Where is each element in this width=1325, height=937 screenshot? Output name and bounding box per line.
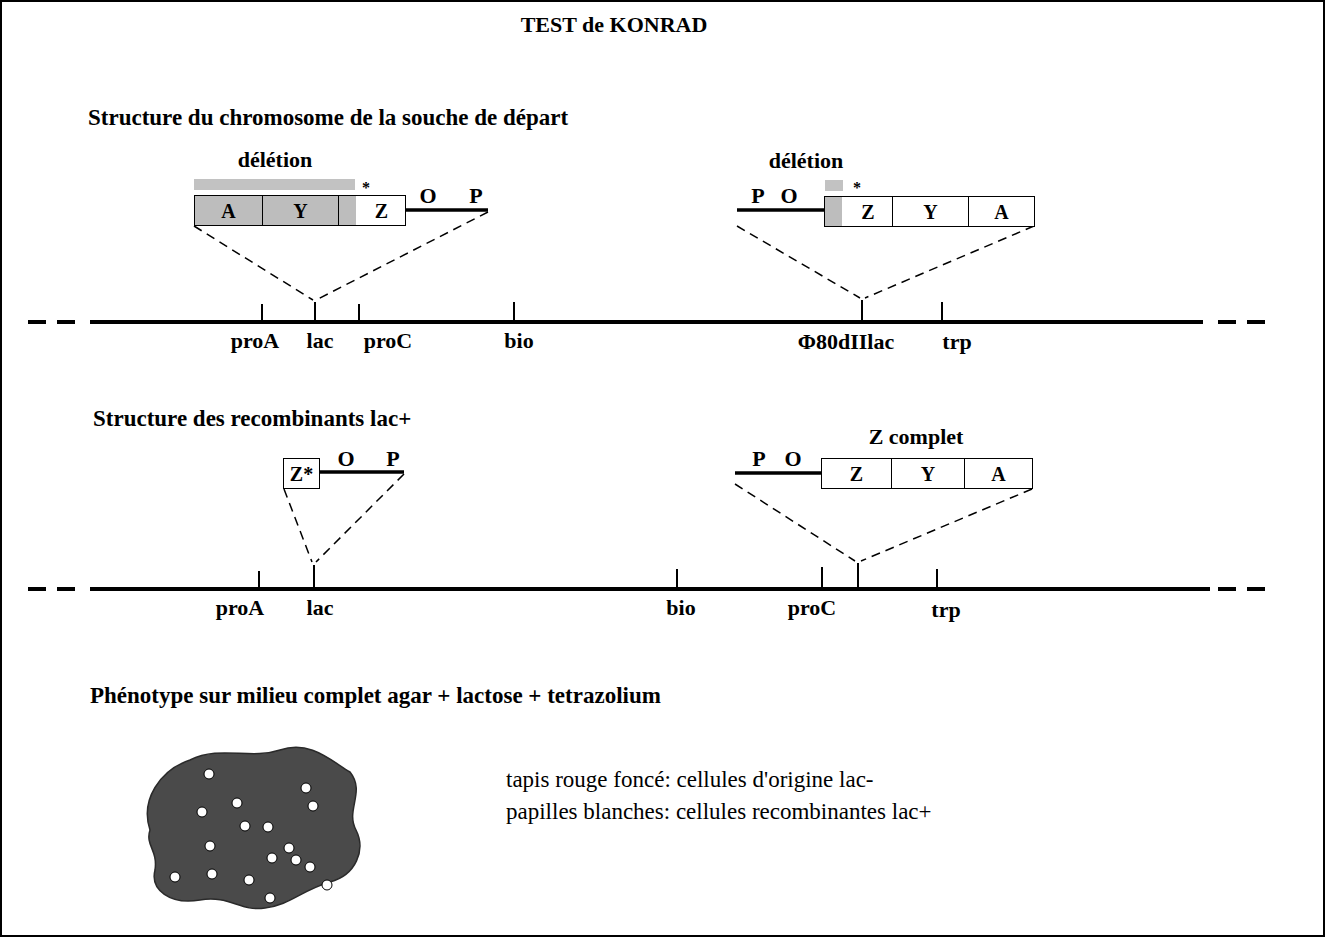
locus-label: trp [931, 598, 960, 622]
operator-promoter-line [405, 208, 488, 212]
gene-box: Z [824, 196, 893, 227]
gene-box: Z* [283, 458, 320, 489]
locus-ticks [259, 563, 937, 589]
promoter-letter: P [751, 184, 764, 208]
promoter-letter: P [469, 184, 482, 208]
locus-label: trp [942, 330, 971, 354]
chromosome-dash [1218, 587, 1268, 591]
gene-letter: A [994, 202, 1008, 222]
operator-letter: O [780, 184, 797, 208]
gene-box: Z [821, 458, 892, 489]
gene-box: A [194, 195, 263, 226]
section-heading: Structure des recombinants lac+ [93, 406, 411, 431]
white-papillae [170, 769, 332, 903]
legend-note: papilles blanches: cellules recombinante… [506, 799, 932, 824]
section-heading: Phénotype sur milieu complet agar + lact… [90, 683, 661, 708]
locus-label: lac [307, 596, 334, 620]
gene-letter: Z [375, 201, 388, 221]
deletion-bar [825, 180, 843, 191]
chromosome-line [90, 320, 1203, 324]
deletion-label: délétion [238, 148, 313, 172]
deletion-label: délétion [769, 149, 844, 173]
locus-label: lac [307, 329, 334, 353]
promoter-letter: P [386, 447, 399, 471]
gene-note: Z complet [869, 425, 964, 449]
locus-label: bio [504, 329, 533, 353]
operator-letter: O [419, 184, 436, 208]
gene-letter: A [991, 464, 1005, 484]
bacterial-lawn [147, 747, 359, 908]
gene-letter: Y [921, 464, 935, 484]
diagram-title: TEST de KONRAD [521, 13, 708, 37]
locus-label: proC [788, 596, 837, 620]
gene-box: Z [338, 195, 406, 226]
operator-letter: O [337, 447, 354, 471]
gene-letter: A [221, 201, 235, 221]
chromosome-dash [28, 320, 75, 324]
locus-label: proA [231, 329, 280, 353]
gene-letter: Y [923, 202, 937, 222]
deletion-bar [194, 179, 355, 190]
gene-box: A [968, 196, 1035, 227]
locus-label: Φ80dIIlac [798, 330, 894, 354]
operator-letter: O [784, 447, 801, 471]
gene-box: A [964, 458, 1033, 489]
legend-note: tapis rouge foncé: cellules d'origine la… [506, 767, 874, 792]
gene-box: Y [892, 196, 969, 227]
locus-ticks [262, 300, 942, 322]
gene-box: Y [891, 458, 965, 489]
chromosome-dash [28, 587, 75, 591]
gene-letter: Z* [290, 464, 313, 484]
mutation-star: * [853, 179, 861, 197]
gene-letter: Y [293, 201, 307, 221]
gene-letter: Z [850, 464, 863, 484]
section-heading: Structure du chromosome de la souche de … [88, 105, 568, 130]
locus-label: proA [216, 596, 265, 620]
chromosome-dash [1218, 320, 1268, 324]
promoter-letter: P [752, 447, 765, 471]
operator-promoter-line [737, 208, 824, 212]
gene-box: Y [262, 195, 339, 226]
gene-letter: Z [861, 202, 874, 222]
locus-label: bio [666, 596, 695, 620]
mutation-star: * [362, 179, 370, 197]
locus-label: proC [364, 329, 413, 353]
operator-promoter-line [735, 471, 821, 475]
